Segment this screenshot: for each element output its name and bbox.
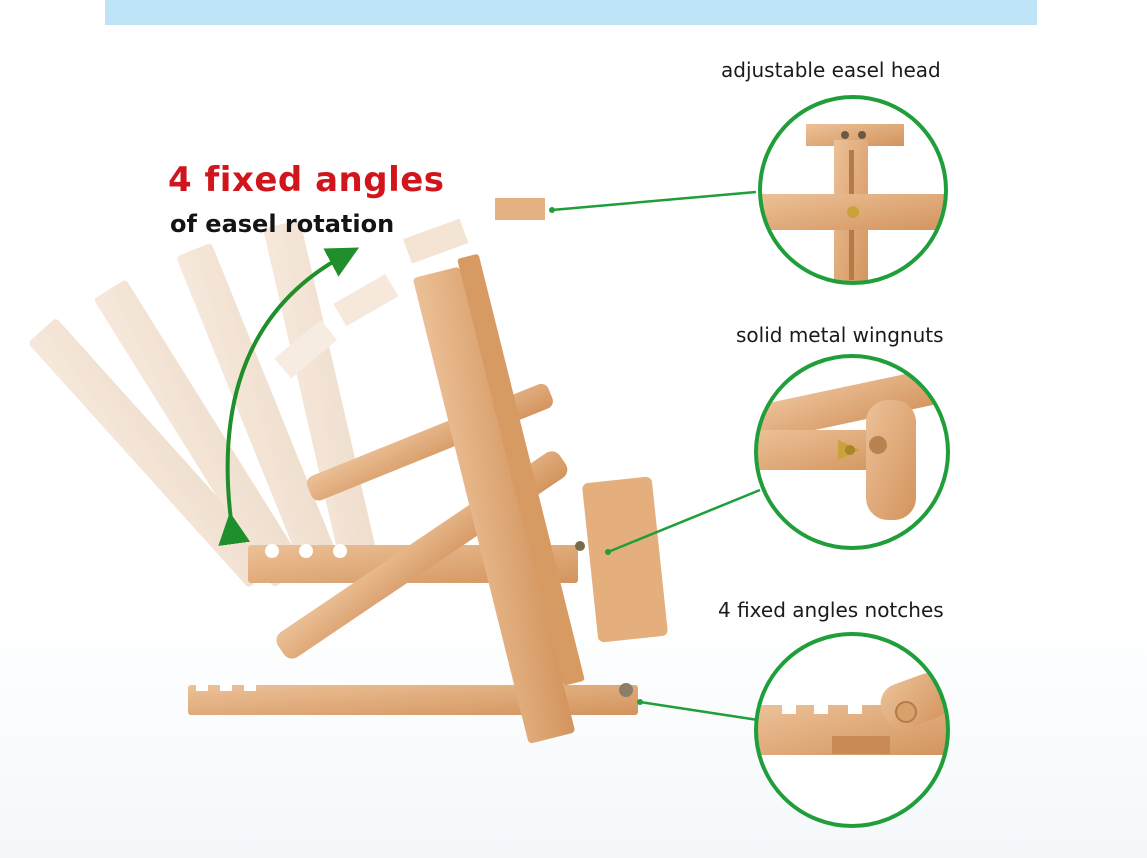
rotation-arrow <box>218 247 360 547</box>
callout-circle-notches <box>754 632 950 828</box>
leader-line-wingnut <box>607 488 761 554</box>
callout-label-wingnut: solid metal wingnuts <box>736 323 944 347</box>
callout-circle-wingnut <box>754 354 950 550</box>
headline-title: 4 fixed angles <box>168 160 445 200</box>
leader-line-notches <box>639 700 759 722</box>
leader-line-head <box>551 190 757 212</box>
top-banner-strip <box>105 0 1037 25</box>
easel-main <box>188 198 668 744</box>
ghost-easel-positions <box>29 218 469 587</box>
headline-subtitle: of easel rotation <box>170 210 395 238</box>
callout-circle-head <box>758 95 948 285</box>
callout-label-notches: 4 fixed angles notches <box>718 598 944 622</box>
callout-label-head: adjustable easel head <box>721 58 941 82</box>
